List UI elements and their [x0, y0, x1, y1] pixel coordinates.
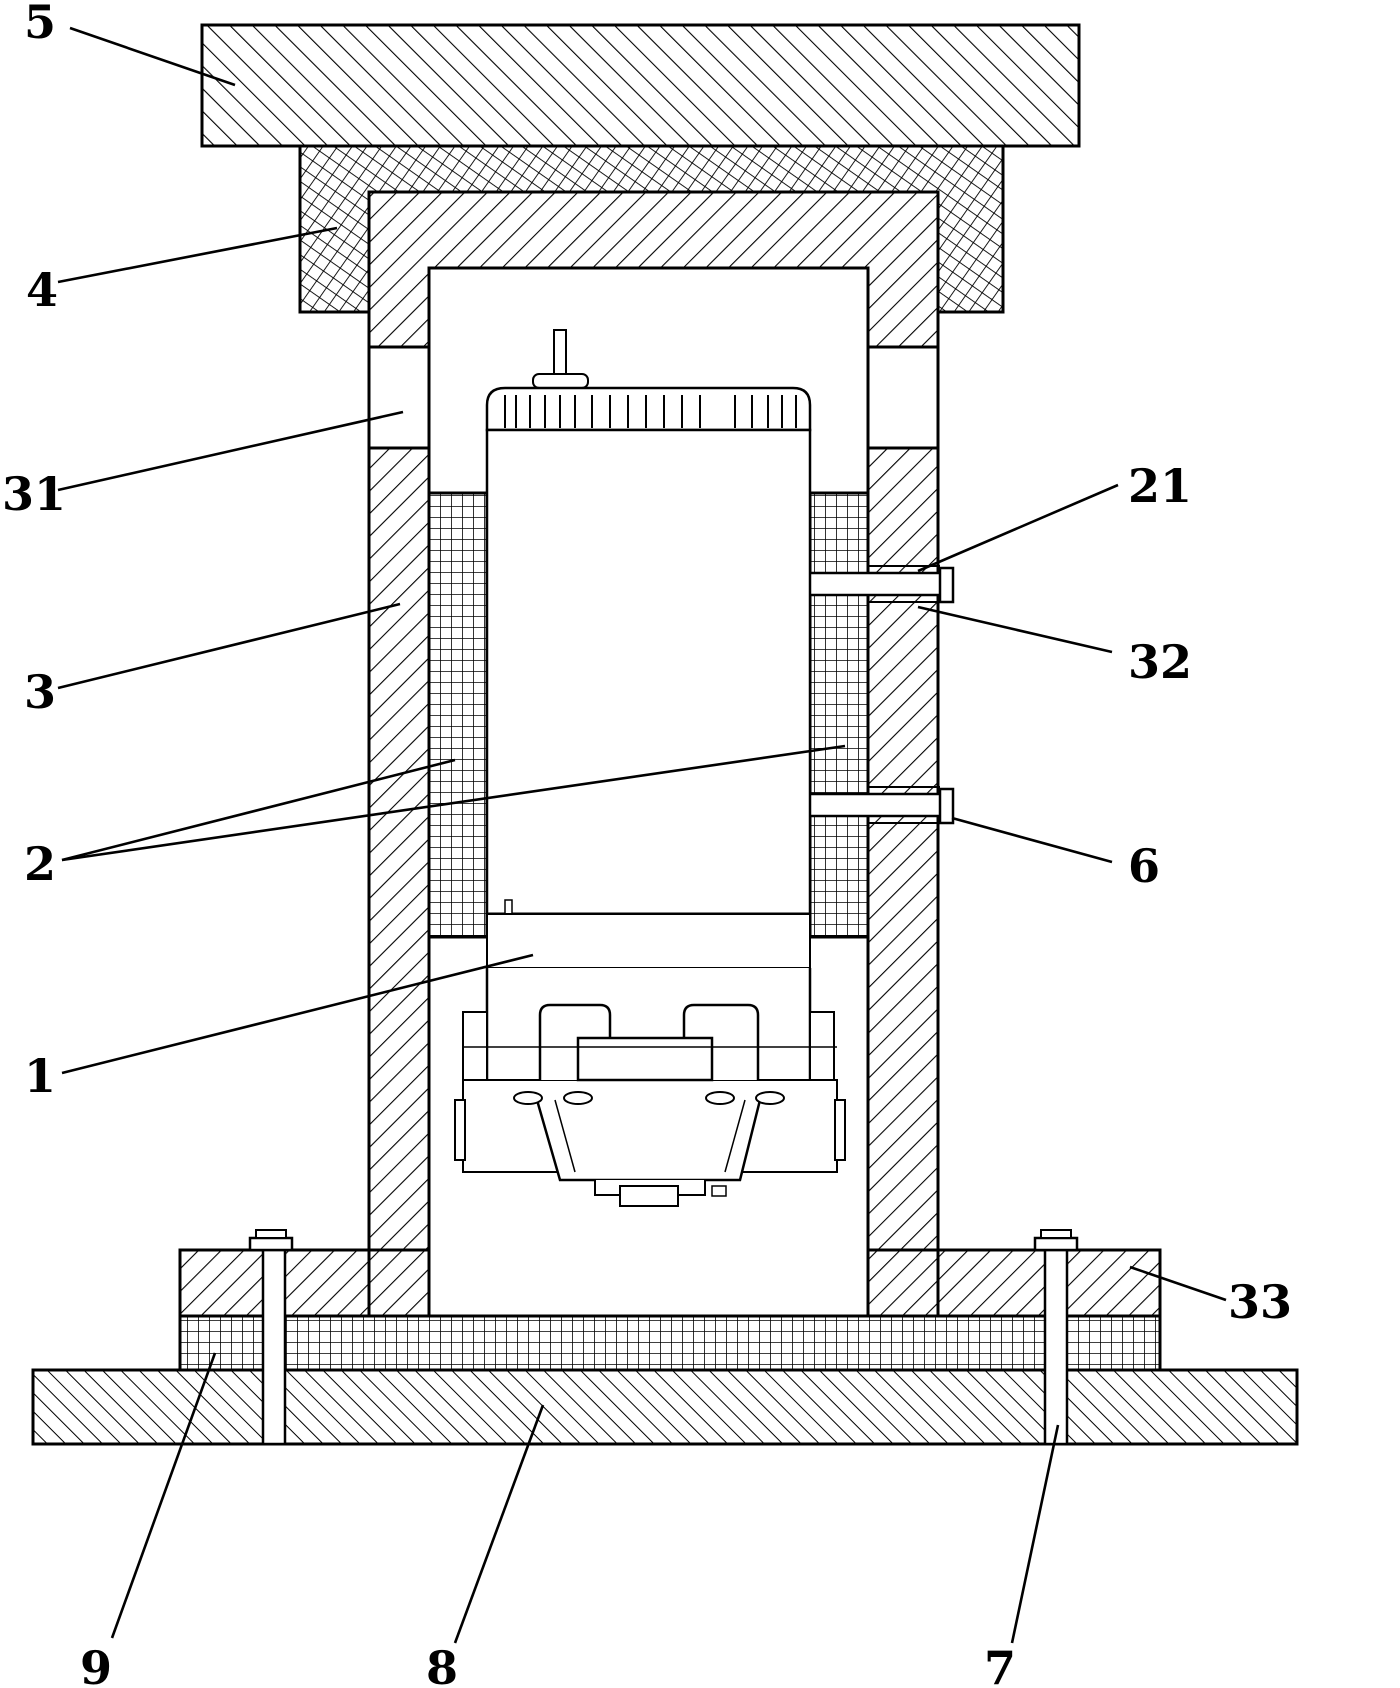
label-21: 21: [1128, 459, 1192, 513]
label-8: 8: [426, 1641, 458, 1688]
label-7: 7: [984, 1641, 1016, 1688]
base-plate: [31, 1368, 1299, 1446]
label-5: 5: [24, 0, 56, 49]
motor: [454, 329, 846, 1207]
label-4: 4: [26, 263, 58, 317]
label-33: 33: [1228, 1275, 1292, 1329]
window-left: [367, 345, 431, 450]
liner-left: [427, 491, 489, 939]
label-32: 32: [1128, 635, 1192, 689]
label-6: 6: [1128, 839, 1160, 893]
cap-ribs: [504, 395, 797, 428]
bolt-left: [248, 1229, 294, 1446]
window-right: [866, 345, 940, 450]
shell-left-wall: [367, 446, 431, 1318]
label-31: 31: [2, 467, 66, 521]
label-1: 1: [24, 1049, 56, 1103]
top-plate: [200, 23, 1081, 148]
liner-right: [808, 491, 870, 939]
label-9: 9: [80, 1641, 112, 1688]
side-screw-upper: [793, 565, 955, 604]
leader-lines: [57, 26, 1227, 1644]
grid-pad: [178, 1314, 1162, 1372]
bolt-right: [1033, 1229, 1079, 1446]
label-2: 2: [24, 837, 56, 891]
label-3: 3: [24, 665, 56, 719]
